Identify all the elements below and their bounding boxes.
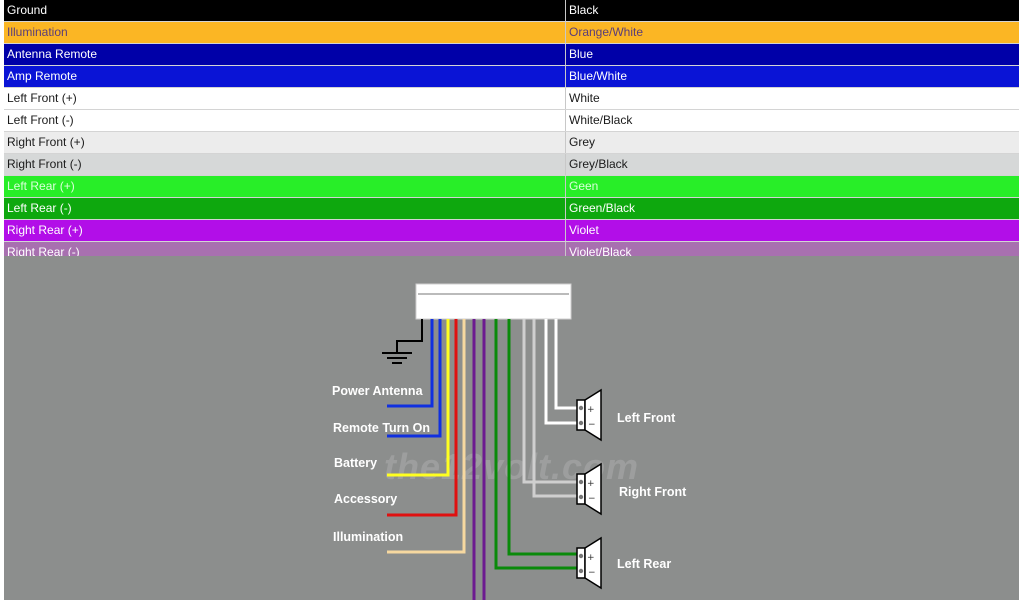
right-front-neg-wire <box>522 319 579 484</box>
battery-wire <box>387 319 450 477</box>
left-rear-pos-wire <box>507 319 579 556</box>
left-front-pos-wire <box>554 319 579 410</box>
wire-row: Left Front (+)White <box>4 87 1019 110</box>
illumination-wire <box>387 319 466 554</box>
left-rear-speaker-icon: + − <box>576 536 602 590</box>
remote-turn-on-wire <box>387 319 442 438</box>
left-rear-speaker-label: Left Rear <box>617 557 672 571</box>
wire-color-cell: Geen <box>565 175 1019 198</box>
wire-color-cell: Grey/Black <box>565 153 1019 176</box>
accessory-wire <box>387 319 458 517</box>
wire-function-cell: Illumination <box>4 21 566 44</box>
svg-text:+: + <box>587 553 595 563</box>
wire-row: Right Front (+)Grey <box>4 131 1019 154</box>
left-front-speaker-label: Left Front <box>617 411 676 425</box>
wire-row: Right Rear (+)Violet <box>4 219 1019 242</box>
left-front-speaker-icon: + − <box>576 388 602 442</box>
wire-color-cell: Blue <box>565 43 1019 66</box>
ground-symbol <box>382 319 423 364</box>
wire-function-cell: Left Front (+) <box>4 87 566 110</box>
wire-color-cell: Grey <box>565 131 1019 154</box>
left-rear-neg-wire <box>494 319 579 570</box>
battery-label: Battery <box>334 456 378 470</box>
wire-function-cell: Right Rear (+) <box>4 219 566 242</box>
svg-text:+: + <box>587 479 595 489</box>
wire-function-cell: Amp Remote <box>4 65 566 88</box>
wire-function-cell: Ground <box>4 0 566 22</box>
right-front-speaker-icon: + − <box>576 462 602 516</box>
svg-text:−: − <box>588 494 596 504</box>
wire-color-cell: Green/Black <box>565 197 1019 220</box>
accessory-label: Accessory <box>334 492 398 506</box>
right-front-speaker-label: Right Front <box>619 485 687 499</box>
power-antenna-wire <box>387 319 434 408</box>
power-antenna-label: Power Antenna <box>332 384 423 398</box>
remote-turn-on-label: Remote Turn On <box>333 421 430 435</box>
wire-color-cell: Violet <box>565 219 1019 242</box>
wire-color-cell: Orange/White <box>565 21 1019 44</box>
head-unit <box>415 283 572 320</box>
wire-function-cell: Left Front (-) <box>4 109 566 132</box>
wiring-diagram: the12volt.com <box>4 256 1019 600</box>
wire-color-cell: Blue/White <box>565 65 1019 88</box>
wire-color-cell: Black <box>565 0 1019 22</box>
wire-function-cell: Left Rear (-) <box>4 197 566 220</box>
wire-function-cell: Right Front (+) <box>4 131 566 154</box>
wire-row: Left Rear (+)Geen <box>4 175 1019 198</box>
left-front-neg-wire <box>544 319 579 425</box>
wire-row: Left Front (-)White/Black <box>4 109 1019 132</box>
wire-color-cell: White/Black <box>565 109 1019 132</box>
right-front-pos-wire <box>532 319 579 498</box>
wire-function-cell: Left Rear (+) <box>4 175 566 198</box>
wire-function-cell: Antenna Remote <box>4 43 566 66</box>
wire-function-cell: Right Front (-) <box>4 153 566 176</box>
svg-text:−: − <box>588 568 596 578</box>
svg-text:−: − <box>588 420 596 430</box>
wire-row: Right Front (-)Grey/Black <box>4 153 1019 176</box>
svg-text:+: + <box>587 405 595 415</box>
diagram-drawing: + − + − + − <box>382 283 602 600</box>
wire-color-cell: White <box>565 87 1019 110</box>
wire-row: Left Rear (-)Green/Black <box>4 197 1019 220</box>
illumination-label: Illumination <box>333 530 404 544</box>
